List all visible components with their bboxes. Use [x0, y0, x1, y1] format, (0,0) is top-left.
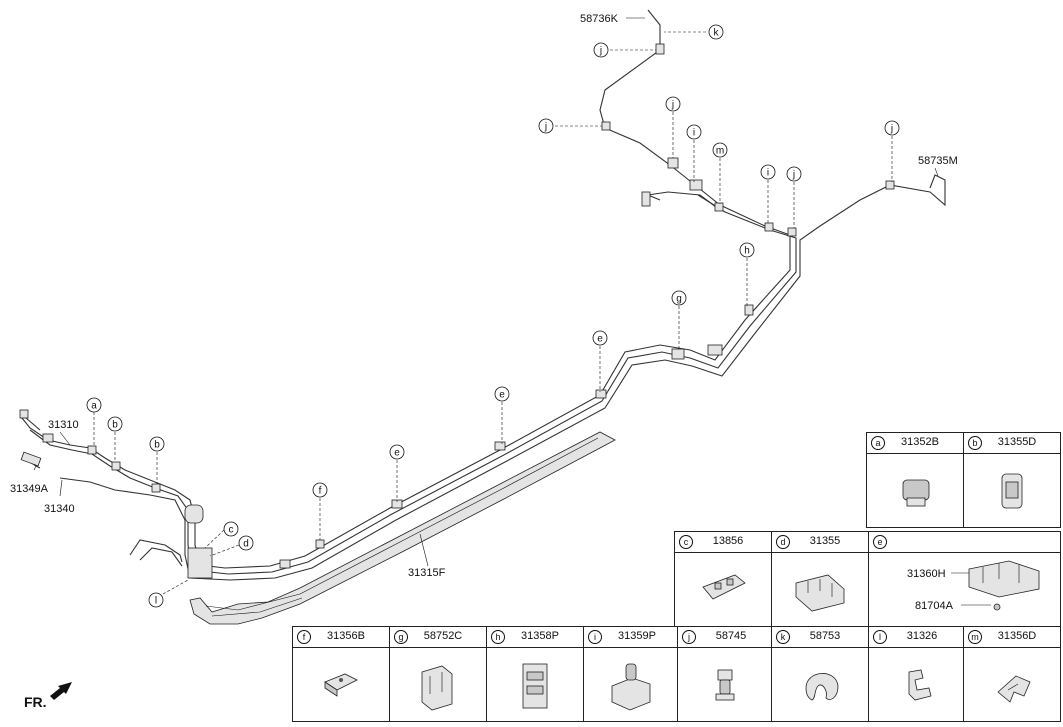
svg-text:h: h: [744, 246, 750, 257]
svg-text:j: j: [544, 122, 547, 133]
callout-j4: j: [538, 118, 554, 134]
callout-j5: j: [593, 42, 609, 58]
svg-text:c: c: [229, 525, 234, 536]
svg-text:i: i: [767, 168, 769, 179]
callout-l: l: [148, 592, 164, 608]
callout-k: k: [708, 24, 724, 40]
svg-text:j: j: [792, 170, 795, 181]
callout-f: f: [312, 482, 328, 498]
callout-i2: i: [686, 124, 702, 140]
svg-text:j: j: [890, 124, 893, 135]
svg-text:e: e: [394, 448, 400, 459]
callout-e2: e: [494, 386, 510, 402]
tube-protector-31315F: [189, 431, 616, 625]
label-31349A: 31349A: [10, 483, 49, 495]
svg-text:k: k: [714, 28, 720, 39]
svg-text:m: m: [716, 146, 724, 157]
label-31315F: 31315F: [408, 567, 446, 579]
svg-text:f: f: [319, 486, 322, 497]
svg-text:j: j: [599, 46, 602, 57]
callout-i1: i: [760, 164, 776, 180]
svg-text:g: g: [676, 294, 682, 305]
callout-j3: j: [884, 120, 900, 136]
svg-text:i: i: [693, 128, 695, 139]
label-58735M: 58735M: [918, 155, 958, 167]
callout-c: c: [223, 521, 239, 537]
label-31310: 31310: [48, 419, 79, 431]
svg-text:b: b: [112, 420, 118, 431]
callout-m: m: [712, 142, 728, 158]
callout-g: g: [671, 290, 687, 306]
front-arrow-icon: [50, 682, 72, 700]
callout-j2: j: [665, 96, 681, 112]
callout-e3: e: [592, 330, 608, 346]
svg-text:e: e: [499, 390, 505, 401]
svg-text:b: b: [154, 440, 160, 451]
callout-b2: b: [149, 436, 165, 452]
callout-d: d: [238, 535, 254, 551]
label-31340: 31340: [44, 503, 75, 515]
callout-j1: j: [786, 166, 802, 182]
label-58736K: 58736K: [580, 13, 619, 25]
callout-b1: b: [107, 416, 123, 432]
svg-text:j: j: [671, 100, 674, 111]
svg-text:l: l: [155, 596, 157, 607]
callout-e1: e: [389, 444, 405, 460]
callout-h: h: [739, 242, 755, 258]
svg-text:e: e: [597, 334, 603, 345]
svg-text:a: a: [91, 401, 97, 412]
callout-a: a: [86, 397, 102, 413]
svg-text:d: d: [243, 539, 249, 550]
leader-lines: [33, 17, 939, 595]
fuel-tube-bundle: [19, 9, 946, 581]
front-direction-label: FR.: [24, 694, 47, 710]
